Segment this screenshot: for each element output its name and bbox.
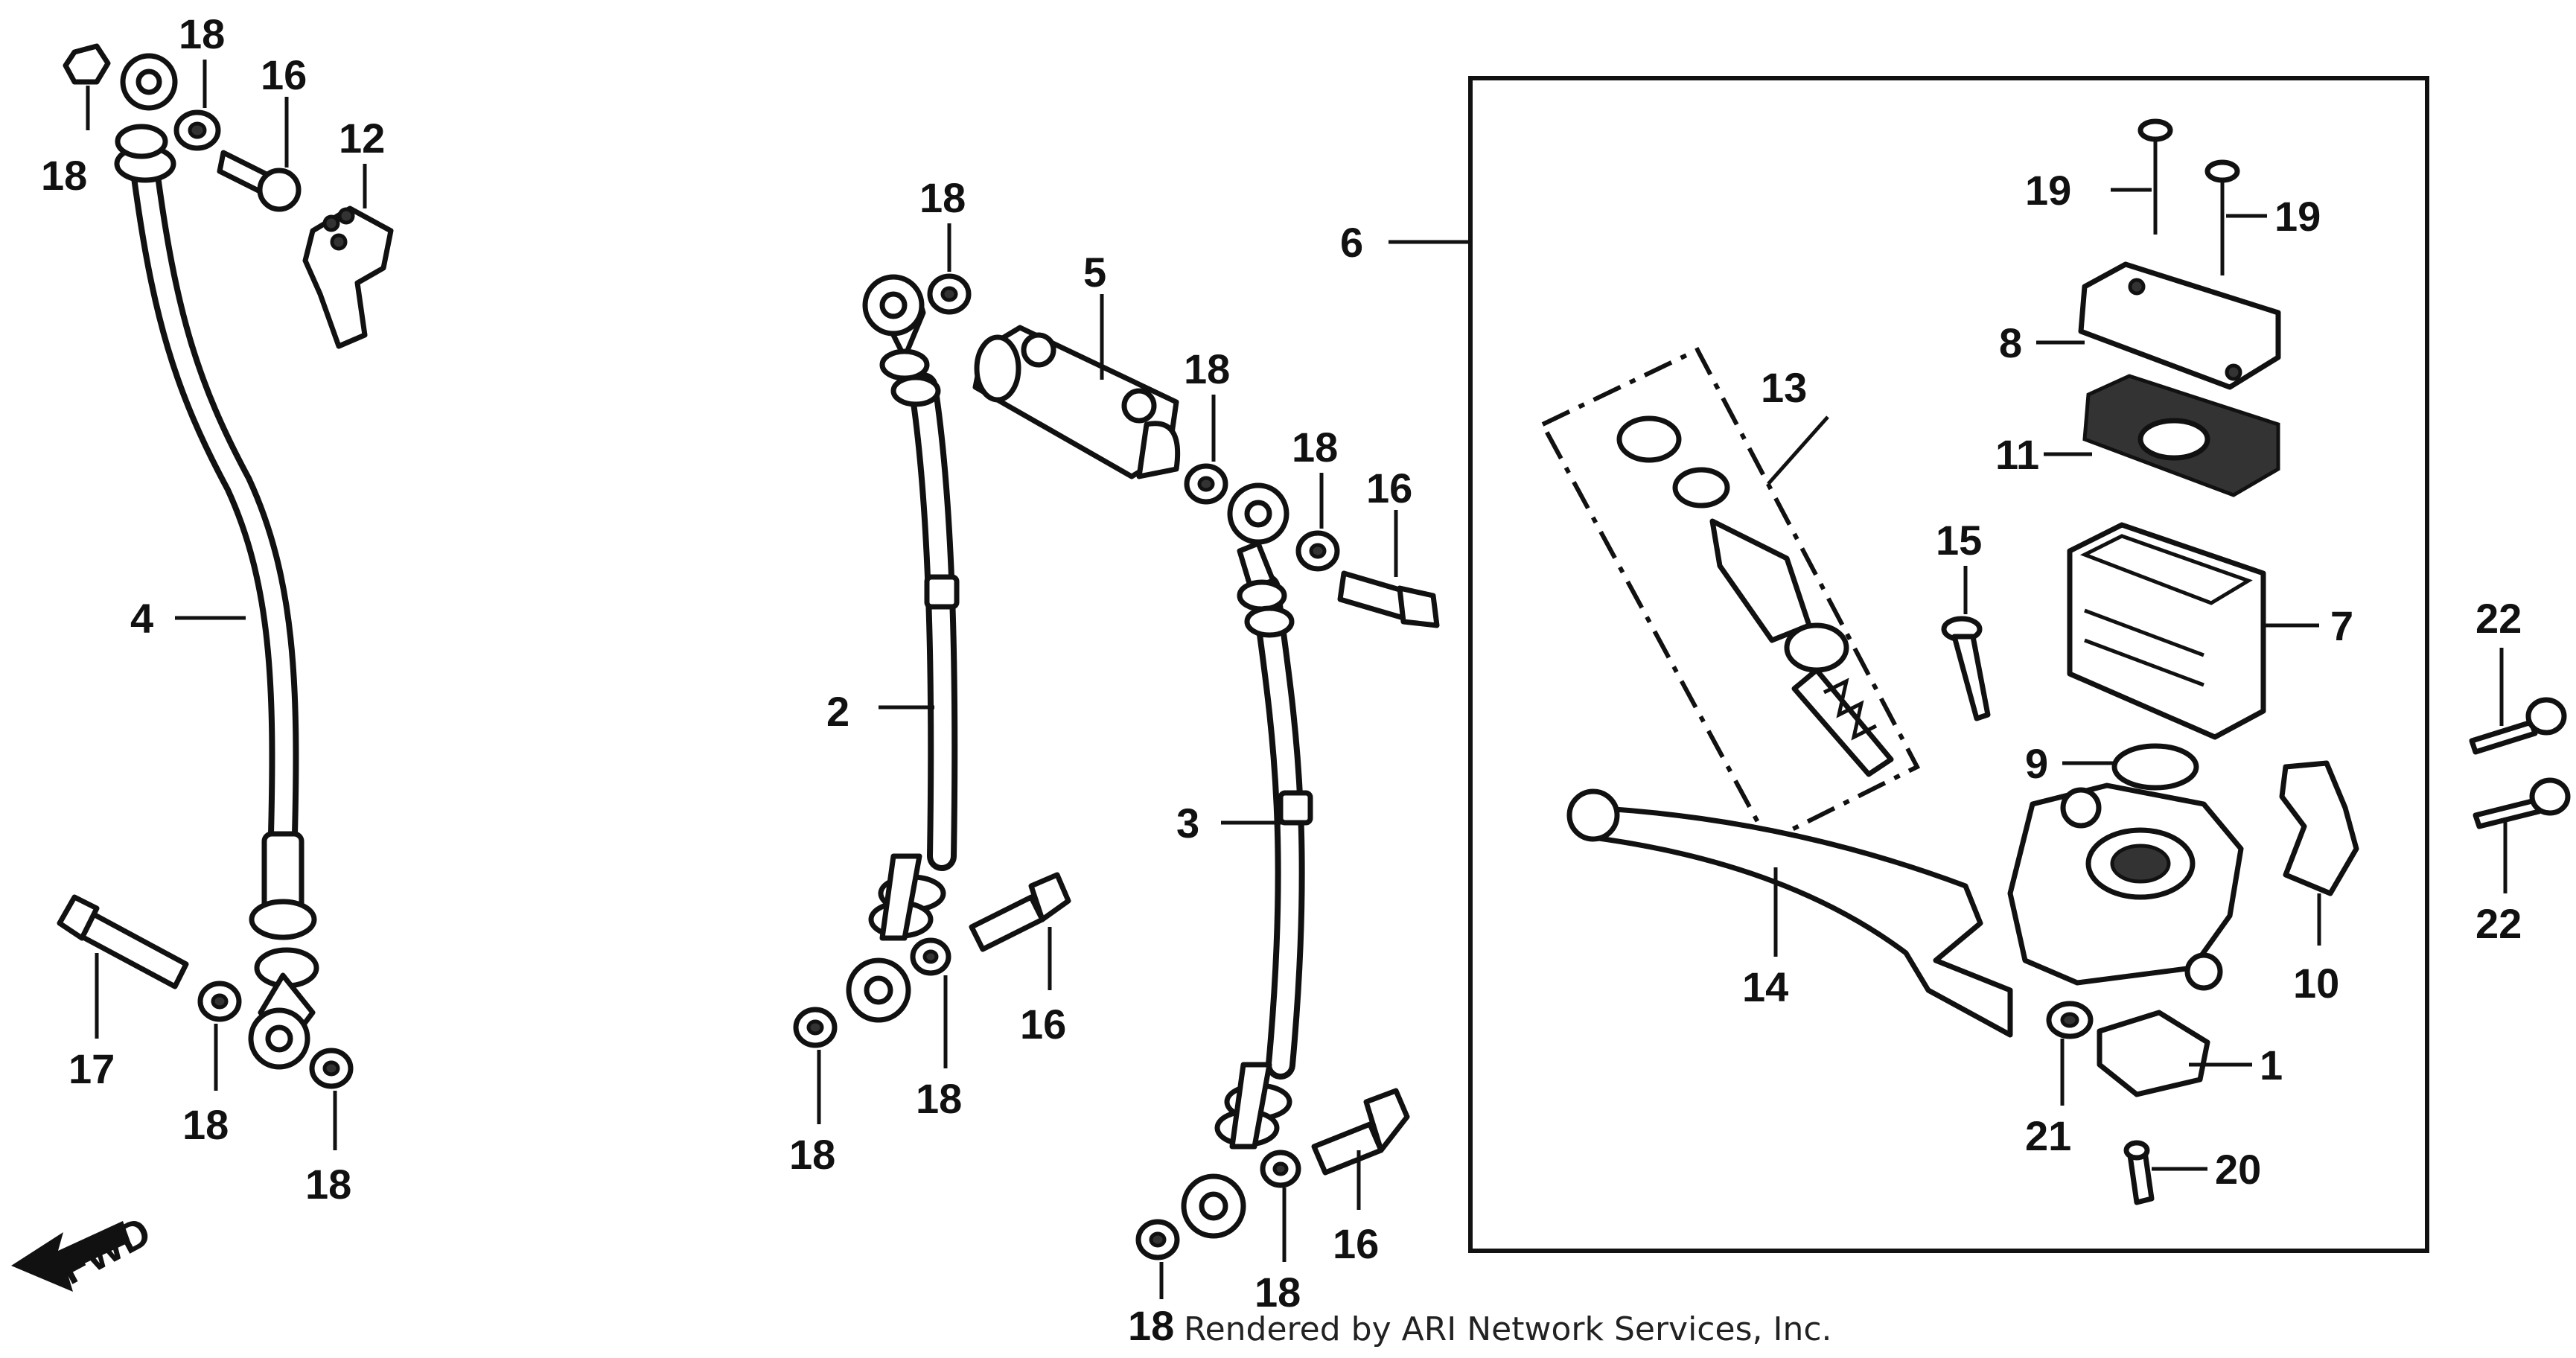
callout-4: 4	[130, 595, 153, 642]
brake-hose-4[interactable]	[114, 53, 319, 1070]
callout-10: 10	[2293, 960, 2339, 1007]
callout-20: 20	[2215, 1146, 2261, 1193]
callout-18: 18	[789, 1131, 835, 1178]
bolt-16-middle[interactable]	[969, 872, 1071, 952]
screw-22-upper[interactable]	[2469, 697, 2567, 755]
callout-6: 6	[1340, 219, 1363, 266]
holder-10[interactable]	[2279, 760, 2359, 896]
credit-text: Rendered by ARI Network Services, Inc.	[1184, 1310, 1832, 1348]
callout-22: 22	[2475, 900, 2522, 947]
callout-16: 16	[261, 51, 307, 98]
diaphragm-11[interactable]	[2082, 374, 2280, 497]
joint-5[interactable]	[972, 325, 1181, 479]
callout-18: 18	[41, 152, 87, 199]
forward-arrow-icon	[11, 1221, 130, 1292]
callout-18: 18	[179, 10, 225, 57]
piston-set-frame	[1539, 347, 1921, 844]
callout-7: 7	[2330, 602, 2353, 649]
callout-2: 2	[826, 688, 849, 735]
callout-22: 22	[2475, 595, 2522, 642]
bolt-16-right-top[interactable]	[1337, 570, 1440, 628]
bolt-17[interactable]	[57, 894, 189, 989]
bolt-16-right-bottom[interactable]	[1311, 1088, 1410, 1176]
washer-18-joint[interactable]	[1184, 463, 1228, 505]
callout-18: 18	[305, 1161, 351, 1208]
brake-hose-3[interactable]	[1181, 482, 1313, 1239]
brake-hose-2[interactable]	[846, 274, 960, 1023]
bolt-16-top[interactable]	[217, 150, 302, 212]
callout-11: 11	[1995, 431, 2039, 478]
callout-18: 18	[919, 174, 966, 221]
reservoir-body-7[interactable]	[2067, 522, 2266, 740]
callout-13: 13	[1761, 364, 1807, 411]
washer-18-top[interactable]	[173, 109, 221, 151]
screw-20[interactable]	[2123, 1140, 2155, 1205]
screw-22-lower[interactable]	[2473, 777, 2571, 829]
fwd-label: FWD	[52, 1208, 158, 1293]
master-cylinder-assembly-frame	[1468, 76, 2429, 1253]
washer-18-hose3-top[interactable]	[1295, 530, 1340, 572]
callout-16: 16	[1366, 465, 1412, 511]
master-cylinder-body-1[interactable]	[2007, 782, 2244, 1097]
callout-17: 17	[68, 1045, 115, 1092]
washer-18-hose3-bottom-b[interactable]	[1135, 1219, 1180, 1260]
pivot-bolt-15[interactable]	[1941, 616, 1991, 721]
brake-lever-14[interactable]	[1566, 788, 2013, 1038]
washer-18-hose2-mid[interactable]	[910, 937, 951, 976]
reservoir-cap-8[interactable]	[2078, 261, 2281, 390]
banjo-12[interactable]	[302, 205, 394, 349]
callout-19: 19	[2025, 167, 2071, 214]
washer-18-hose2-top[interactable]	[927, 273, 972, 315]
washer-21[interactable]	[2046, 1001, 2094, 1039]
washer-18-lower-left-b[interactable]	[309, 1048, 354, 1089]
callout-5: 5	[1083, 249, 1106, 296]
callout-3: 3	[1176, 800, 1199, 847]
callout-1: 1	[2260, 1042, 2283, 1088]
callout-15: 15	[1936, 517, 1982, 564]
callout-8: 8	[1999, 319, 2022, 366]
piston-set-13[interactable]	[1616, 415, 1894, 777]
callout-18: 18	[1184, 345, 1230, 392]
callout-14: 14	[1742, 963, 1788, 1010]
callout-16: 16	[1333, 1220, 1379, 1267]
nut-18-top-left[interactable]	[63, 43, 111, 85]
callout-18: 18	[1292, 424, 1338, 471]
screw-19-right[interactable]	[2204, 159, 2240, 275]
callout-21: 21	[2025, 1112, 2071, 1159]
callout-18: 18	[916, 1075, 962, 1122]
callout-18: 18	[1254, 1269, 1301, 1316]
callout-18: 18	[1128, 1302, 1174, 1349]
washer-18-lower-left-a[interactable]	[197, 981, 242, 1022]
callout-9: 9	[2025, 740, 2048, 787]
washer-18-hose3-bottom-a[interactable]	[1260, 1150, 1301, 1188]
callout-16: 16	[1020, 1001, 1066, 1048]
callout-12: 12	[339, 115, 385, 162]
screw-19-left[interactable]	[2137, 118, 2173, 235]
washer-18-hose2-bottom[interactable]	[793, 1007, 838, 1048]
callout-18: 18	[182, 1101, 229, 1148]
o-ring-9[interactable]	[2111, 743, 2199, 791]
callout-19: 19	[2274, 193, 2321, 240]
